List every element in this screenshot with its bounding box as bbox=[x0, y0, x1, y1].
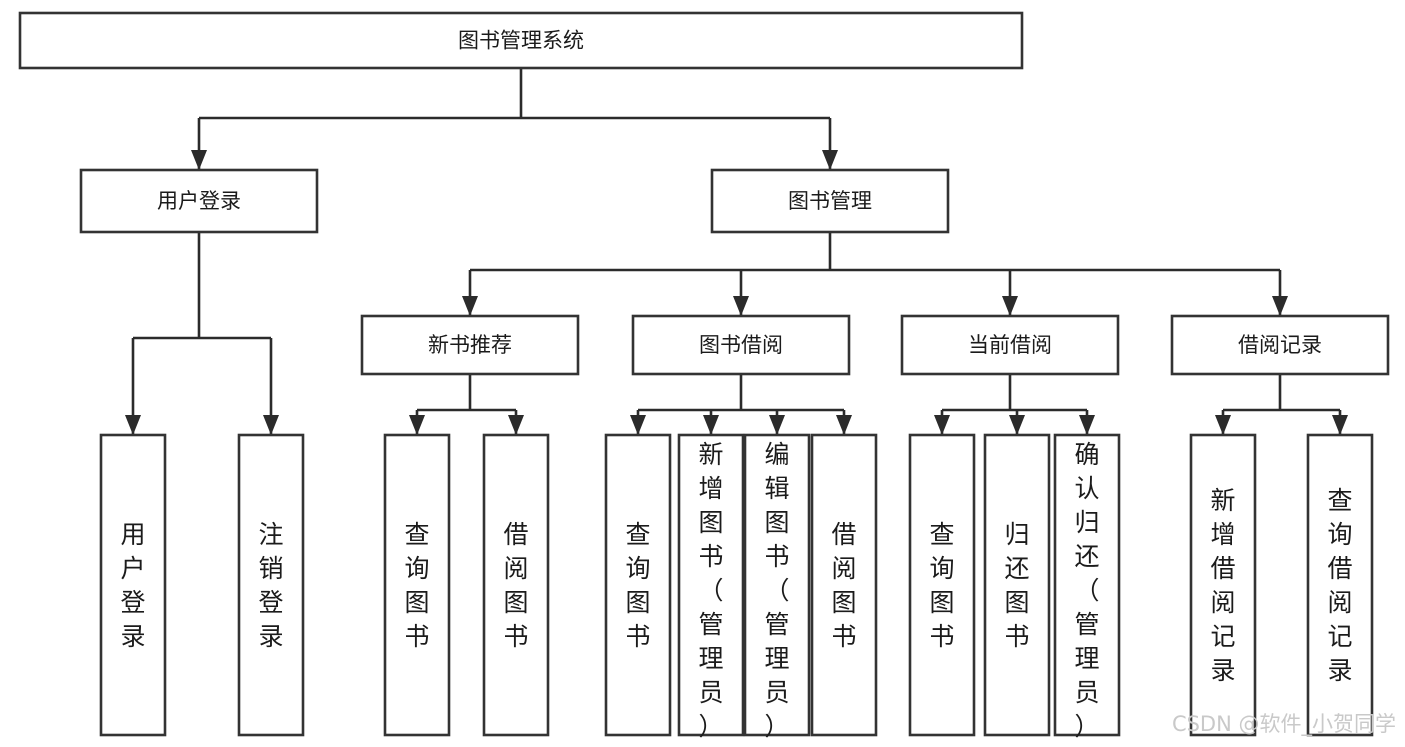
node-label: 注销登录 bbox=[258, 520, 283, 651]
node-leaf-query-book-2[interactable]: 查询图书 bbox=[604, 433, 672, 737]
node-label: 图书管理 bbox=[788, 189, 872, 213]
node-leaf-borrow-book-1[interactable]: 借阅图书 bbox=[482, 433, 550, 737]
node-label: 确认归还（管理员） bbox=[1074, 440, 1099, 741]
node-label: 查询借阅记录 bbox=[1327, 486, 1352, 685]
node-box bbox=[677, 433, 745, 737]
node-leaf-query-record[interactable]: 查询借阅记录 bbox=[1306, 433, 1374, 737]
node-box bbox=[604, 433, 672, 737]
node-leaf-edit-book[interactable]: 编辑图书（管理员） bbox=[743, 433, 811, 741]
node-leaf-query-book-1[interactable]: 查询图书 bbox=[383, 433, 451, 737]
node-label: 新增借阅记录 bbox=[1210, 486, 1235, 685]
node-leaf-user-logout[interactable]: 注销登录 bbox=[237, 433, 305, 737]
arrow-head bbox=[409, 415, 425, 435]
node-root[interactable]: 图书管理系统 bbox=[18, 11, 1024, 70]
node-box bbox=[1170, 314, 1390, 376]
arrow-head bbox=[1079, 415, 1095, 435]
node-box bbox=[383, 433, 451, 737]
node-box bbox=[360, 314, 580, 376]
node-box bbox=[482, 433, 550, 737]
arrow-head bbox=[263, 415, 279, 435]
arrow-head bbox=[630, 415, 646, 435]
arrow-head bbox=[1272, 296, 1288, 316]
node-current-borrow[interactable]: 当前借阅 bbox=[900, 314, 1120, 376]
csdn-watermark: CSDN @软件_小贺同学 bbox=[1172, 712, 1396, 737]
node-box bbox=[710, 168, 950, 234]
node-box bbox=[810, 433, 878, 737]
node-box bbox=[1306, 433, 1374, 737]
arrow-head bbox=[1215, 415, 1231, 435]
node-box bbox=[900, 314, 1120, 376]
node-label: 查询图书 bbox=[404, 520, 429, 651]
arrow-head bbox=[462, 296, 478, 316]
node-label: 编辑图书（管理员） bbox=[764, 440, 789, 741]
node-label: 借阅图书 bbox=[503, 520, 528, 651]
node-label: 图书借阅 bbox=[699, 333, 783, 357]
arrow-head bbox=[1332, 415, 1348, 435]
node-label: 当前借阅 bbox=[968, 333, 1052, 357]
node-label: 新书推荐 bbox=[428, 333, 512, 357]
arrow-head bbox=[703, 415, 719, 435]
node-leaf-confirm-return[interactable]: 确认归还（管理员） bbox=[1053, 433, 1121, 741]
node-leaf-add-book[interactable]: 新增图书（管理员） bbox=[677, 433, 745, 741]
node-box bbox=[743, 433, 811, 737]
arrow-head bbox=[1002, 296, 1018, 316]
node-box bbox=[237, 433, 305, 737]
arrow-head bbox=[508, 415, 524, 435]
node-leaf-return-book[interactable]: 归还图书 bbox=[983, 433, 1051, 737]
node-label: 归还图书 bbox=[1004, 520, 1029, 651]
arrow-head bbox=[769, 415, 785, 435]
node-box bbox=[631, 314, 851, 376]
arrow-head bbox=[836, 415, 852, 435]
arrow-head bbox=[1009, 415, 1025, 435]
node-new-book-rec[interactable]: 新书推荐 bbox=[360, 314, 580, 376]
arrow-head bbox=[191, 150, 207, 170]
node-label: 图书管理系统 bbox=[458, 29, 584, 53]
node-box bbox=[1053, 433, 1121, 737]
node-box bbox=[79, 168, 319, 234]
node-leaf-user-login[interactable]: 用户登录 bbox=[99, 433, 167, 737]
node-box bbox=[908, 433, 976, 737]
node-label: 借阅记录 bbox=[1238, 333, 1322, 357]
node-label: 用户登录 bbox=[120, 520, 145, 651]
node-box bbox=[18, 11, 1024, 70]
arrow-head bbox=[934, 415, 950, 435]
node-box bbox=[99, 433, 167, 737]
node-leaf-borrow-book-2[interactable]: 借阅图书 bbox=[810, 433, 878, 737]
node-box bbox=[983, 433, 1051, 737]
arrow-head bbox=[822, 150, 838, 170]
node-label: 新增图书（管理员） bbox=[698, 440, 723, 741]
node-user-login[interactable]: 用户登录 bbox=[79, 168, 319, 234]
arrow-head bbox=[125, 415, 141, 435]
node-borrow-record[interactable]: 借阅记录 bbox=[1170, 314, 1390, 376]
node-label: 借阅图书 bbox=[831, 520, 856, 651]
node-leaf-query-book-3[interactable]: 查询图书 bbox=[908, 433, 976, 737]
node-label: 用户登录 bbox=[157, 189, 241, 213]
node-leaf-add-record[interactable]: 新增借阅记录 bbox=[1189, 433, 1257, 737]
node-book-manage[interactable]: 图书管理 bbox=[710, 168, 950, 234]
node-layer: 图书管理系统用户登录图书管理新书推荐图书借阅当前借阅借阅记录用户登录注销登录查询… bbox=[18, 11, 1390, 741]
node-book-borrow[interactable]: 图书借阅 bbox=[631, 314, 851, 376]
arrow-head bbox=[733, 296, 749, 316]
connector-layer bbox=[125, 68, 1348, 435]
node-box bbox=[1189, 433, 1257, 737]
node-label: 查询图书 bbox=[929, 520, 954, 651]
node-label: 查询图书 bbox=[625, 520, 650, 651]
